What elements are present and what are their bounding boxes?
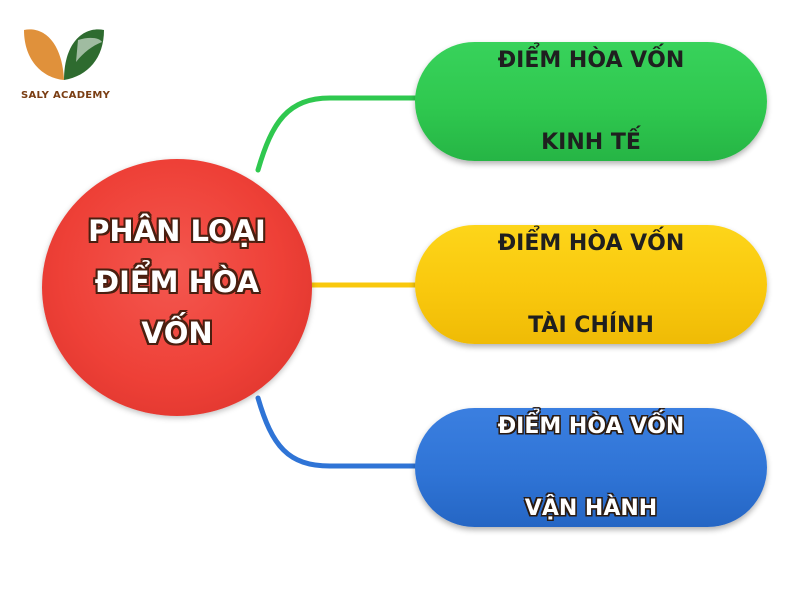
branch-label-line: ĐIỂM HÒA VỐN — [497, 231, 685, 256]
leaf-highlight-shape — [76, 37, 102, 62]
center-title-line: VỐN — [141, 316, 213, 350]
saly-academy-logo: SALY ACADEMY — [18, 22, 118, 101]
branch-operating-label: ĐIỂM HÒA VỐN VẬN HÀNH — [471, 365, 711, 570]
center-title-line: PHÂN LOẠI — [88, 214, 266, 248]
leaf-green-shape — [64, 29, 104, 80]
branch-label-line: KINH TẾ — [541, 130, 641, 155]
branch-label-line: ĐIỂM HÒA VỐN — [497, 414, 685, 439]
branch-label-line: ĐIỂM HÒA VỐN — [497, 48, 685, 73]
branch-label-line: TÀI CHÍNH — [528, 313, 654, 338]
connector-green — [255, 95, 421, 173]
branch-operating: ĐIỂM HÒA VỐN VẬN HÀNH — [415, 408, 767, 527]
center-title: PHÂN LOẠI ĐIỂM HÒA VỐN — [62, 206, 292, 359]
center-title-line: ĐIỂM HÒA — [94, 265, 260, 299]
leaf-logo-icon — [24, 29, 104, 81]
leaf-orange-shape — [24, 29, 64, 81]
branch-financial: ĐIỂM HÒA VỐN TÀI CHÍNH — [415, 225, 767, 344]
connector-blue — [255, 395, 421, 469]
branch-financial-label: ĐIỂM HÒA VỐN TÀI CHÍNH — [471, 182, 711, 387]
branch-economic: ĐIỂM HÒA VỐN KINH TẾ — [415, 42, 767, 161]
branch-label-line: VẬN HÀNH — [524, 496, 658, 521]
logo-text: SALY ACADEMY — [21, 90, 111, 101]
branch-economic-label: ĐIỂM HÒA VỐN KINH TẾ — [471, 0, 711, 204]
center-node: PHÂN LOẠI ĐIỂM HÒA VỐN — [42, 159, 312, 416]
